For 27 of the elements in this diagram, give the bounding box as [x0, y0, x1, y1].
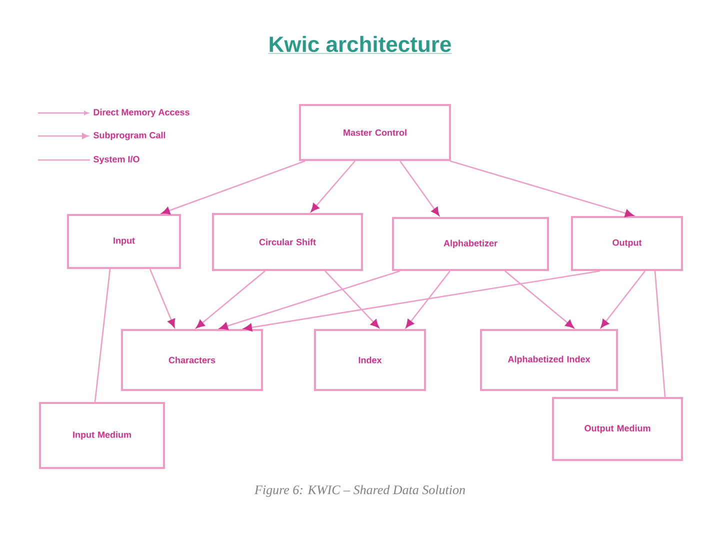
process-box: Output	[571, 216, 683, 271]
process-box: Alphabetizer	[392, 217, 549, 271]
arrow	[504, 270, 574, 328]
arrow	[310, 160, 356, 212]
process-box: Output Medium	[552, 396, 683, 461]
legend-label: Subprogram Call	[93, 132, 166, 140]
process-box: Circular Shift	[212, 213, 363, 271]
arrow	[161, 160, 306, 214]
arrow	[149, 268, 176, 328]
process-box: Index	[314, 328, 426, 391]
process-box: Characters	[121, 328, 263, 391]
process-box: Master Control	[299, 104, 451, 161]
arrow	[244, 270, 600, 332]
arrow	[220, 270, 400, 330]
caption: Figure 6: KWIC – Shared Data Solution	[254, 485, 465, 497]
arrow	[399, 160, 440, 216]
arrow	[450, 160, 634, 218]
legend-label: Direct Memory Access	[94, 108, 190, 118]
arrow	[600, 270, 646, 328]
arrow	[324, 270, 380, 328]
arrow	[196, 270, 266, 328]
process-box: Alphabetized Index	[480, 328, 618, 391]
process-box: Input	[67, 214, 181, 269]
process-box: Input Medium	[39, 402, 165, 469]
arrow	[406, 270, 451, 328]
legend-label: System I/O	[93, 156, 140, 164]
title: Kwic architecture	[268, 36, 452, 54]
